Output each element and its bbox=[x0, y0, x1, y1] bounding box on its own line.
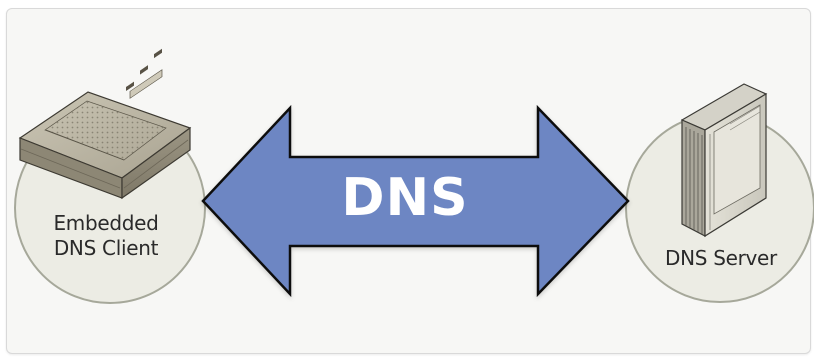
connection-label: DNS bbox=[341, 168, 469, 228]
server-tower-icon bbox=[680, 83, 768, 238]
bidirectional-arrow bbox=[201, 104, 630, 298]
client-label-line2: DNS Client bbox=[53, 236, 159, 260]
server-label: DNS Server bbox=[664, 246, 777, 270]
client-label: Embedded DNS Client bbox=[36, 211, 176, 261]
embedded-device-icon bbox=[18, 48, 192, 200]
client-label-line1: Embedded bbox=[53, 211, 159, 235]
